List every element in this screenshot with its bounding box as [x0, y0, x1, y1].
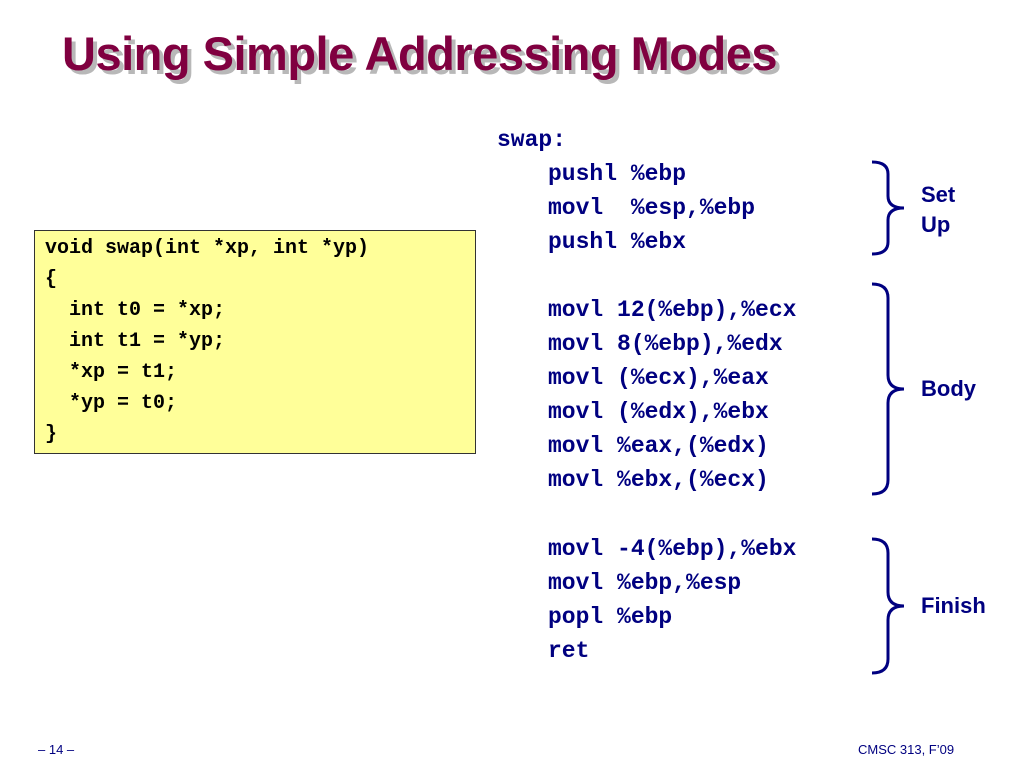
c-code-line: *yp = t0; — [45, 392, 178, 415]
setup-label-line: Up — [921, 212, 951, 237]
c-code-line: int t1 = *yp; — [45, 330, 226, 353]
asm-setup-line: pushl %ebp — [548, 161, 687, 187]
c-code-line: } — [45, 423, 58, 446]
asm-finish-line: movl %ebp,%esp — [548, 570, 742, 596]
body-label: Body — [921, 376, 976, 401]
page-number: – 14 – — [38, 742, 75, 757]
asm-setup-line: pushl %ebx — [548, 229, 687, 255]
finish-brace-icon — [871, 537, 905, 675]
asm-label: swap: — [497, 127, 567, 153]
asm-finish-line: popl %ebp — [548, 604, 673, 630]
asm-setup-line: movl %esp,%ebp — [548, 195, 756, 221]
setup-brace-icon — [871, 160, 905, 256]
asm-finish-line: ret — [548, 638, 590, 664]
slide-title: Using Simple Addressing Modes — [62, 27, 778, 80]
asm-body-line: movl 12(%ebp),%ecx — [548, 297, 797, 323]
asm-body-line: movl %ebx,(%ecx) — [548, 467, 769, 493]
finish-label: Finish — [921, 593, 986, 618]
c-code-box: void swap(int *xp, int *yp) { int t0 = *… — [34, 230, 476, 454]
setup-label-line: Set — [921, 182, 956, 207]
asm-finish-line: movl -4(%ebp),%ebx — [548, 536, 797, 562]
asm-body-line: movl 8(%ebp),%edx — [548, 331, 783, 357]
c-code-line: *xp = t1; — [45, 361, 178, 384]
asm-body-line: movl %eax,(%edx) — [548, 433, 769, 459]
c-code-line: { — [45, 268, 58, 291]
c-code-line: void swap(int *xp, int *yp) — [45, 237, 370, 260]
asm-body-line: movl (%ecx),%eax — [548, 365, 769, 391]
c-code-line: int t0 = *xp; — [45, 299, 226, 322]
asm-body-line: movl (%edx),%ebx — [548, 399, 769, 425]
body-brace-icon — [871, 282, 905, 496]
course-footer: CMSC 313, F’09 — [858, 742, 955, 757]
